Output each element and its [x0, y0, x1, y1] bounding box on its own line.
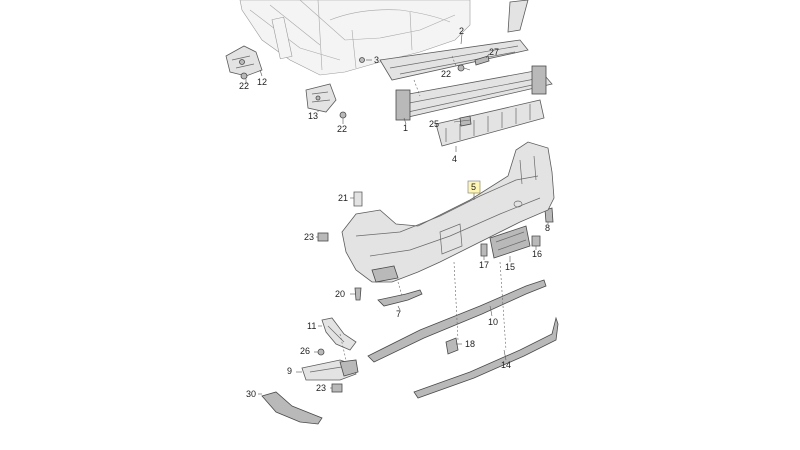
label-4: 4 — [452, 154, 457, 164]
part-13-bracket — [305, 83, 337, 113]
label-14: 14 — [501, 360, 511, 370]
label-21: 21 — [338, 193, 348, 203]
part-14-lower-spoiler — [413, 316, 559, 399]
label-5: 5 — [471, 182, 476, 192]
label-15: 15 — [505, 262, 515, 272]
part-1-impact-bar — [395, 65, 553, 121]
label-13: 13 — [308, 111, 318, 121]
part-12-side-bracket — [225, 45, 263, 77]
label-1: 1 — [403, 123, 408, 133]
highlight-box-part-5 — [467, 180, 481, 194]
part-9-side-bracket — [301, 359, 359, 381]
label-18: 18 — [465, 339, 475, 349]
label-16: 16 — [532, 249, 542, 259]
label-8: 8 — [545, 223, 550, 233]
label-20: 20 — [335, 289, 345, 299]
label-22-middle: 22 — [337, 124, 347, 134]
label-12: 12 — [257, 77, 267, 87]
label-30: 30 — [246, 389, 256, 399]
label-23-upper: 23 — [304, 232, 314, 242]
label-25: 25 — [429, 119, 439, 129]
label-2: 2 — [459, 26, 464, 36]
part-labels: 22 12 13 22 3 2 27 22 1 25 4 5 21 23 8 1… — [239, 26, 550, 399]
part-4-energy-absorber — [435, 99, 545, 147]
label-11: 11 — [307, 321, 316, 331]
part-2-upper-bracket — [379, 0, 529, 81]
label-23-lower: 23 — [316, 383, 326, 393]
car-body-rear-panel — [239, 0, 471, 76]
label-9: 9 — [287, 366, 292, 376]
part-7-reflector-trim — [377, 289, 423, 307]
fasteners — [240, 55, 554, 393]
label-10: 10 — [488, 317, 498, 327]
label-17: 17 — [479, 260, 489, 270]
part-10-lower-trim — [367, 279, 547, 363]
part-30-trim — [261, 391, 323, 425]
label-7: 7 — [396, 309, 401, 319]
label-26: 26 — [300, 346, 310, 356]
label-27: 27 — [489, 47, 499, 57]
label-22-top-left: 22 — [239, 81, 249, 91]
assembly-lines — [339, 55, 507, 361]
label-3: 3 — [374, 55, 379, 65]
part-15-licence-plate-holder — [489, 225, 531, 259]
part-5-bumper-cover — [341, 141, 555, 283]
label-22-top-right: 22 — [441, 69, 451, 79]
part-11-guide-bracket — [321, 317, 357, 351]
